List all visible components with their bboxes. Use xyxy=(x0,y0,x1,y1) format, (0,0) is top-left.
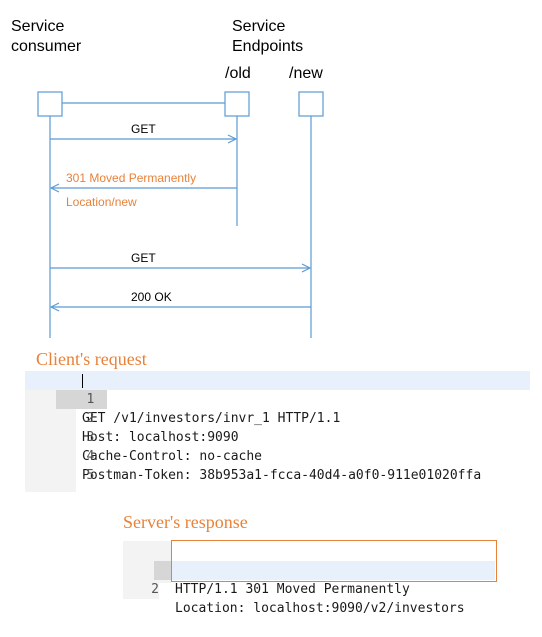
client-request-code: 1 GET /v1/investors/invr_1 HTTP/1.1 2 Ho… xyxy=(25,371,530,492)
consumer-label-line2: consumer xyxy=(11,38,82,55)
server-response-code: 1 HTTP/1.1 301 Moved Permanently 2 Locat… xyxy=(123,541,498,616)
endpoints-label-line2: Endpoints xyxy=(232,38,303,55)
endpoints-label-line1: Service xyxy=(232,18,285,35)
server-response-heading: Server's response xyxy=(123,512,248,532)
new-endpoint-box xyxy=(298,91,324,117)
line-text: HTTP/1.1 301 Moved Permanently xyxy=(175,582,410,597)
response-highlight-frame xyxy=(171,540,497,582)
consumer-label-line1: Service xyxy=(11,18,64,35)
code-line: 4 Postman-Token: 38b953a1-fcca-40d4-a0f0… xyxy=(25,428,481,483)
line-number: 4 xyxy=(86,449,95,464)
line-number: 2 xyxy=(86,411,95,426)
line-number: 5 xyxy=(86,468,95,483)
client-request-heading: Client's request xyxy=(36,349,147,369)
message-2-label-line1: 301 Moved Permanently xyxy=(66,171,196,185)
old-endpoint-box xyxy=(224,91,250,117)
message-1-label: GET xyxy=(131,122,156,136)
message-4-label: 200 OK xyxy=(131,290,172,304)
line-text: Cache-Control: no-cache xyxy=(82,449,263,464)
old-endpoint-label: /old xyxy=(225,65,251,82)
sequence-diagram: Service consumer Service Endpoints /old … xyxy=(11,18,324,338)
line-text: Host: localhost:9090 xyxy=(82,430,239,445)
line-number: 3 xyxy=(86,430,95,445)
message-3-label: GET xyxy=(131,251,156,265)
line-text: Location: localhost:9090/v2/investors xyxy=(175,601,465,616)
message-2-label-line2: Location/new xyxy=(66,195,137,209)
code-line: 2 Host: localhost:9090 xyxy=(25,390,239,445)
line-text: GET /v1/investors/invr_1 HTTP/1.1 xyxy=(82,411,341,426)
new-endpoint-label: /new xyxy=(289,65,323,82)
text-caret xyxy=(82,374,83,388)
code-line: 5 xyxy=(25,447,94,483)
code-line: 2 Location: localhost:9090/v2/investors xyxy=(123,561,495,616)
line-number: 1 xyxy=(56,390,108,409)
line-text: Postman-Token: 38b953a1-fcca-40d4-a0f0-9… xyxy=(82,468,482,483)
code-line: 1 GET /v1/investors/invr_1 HTTP/1.1 xyxy=(25,371,530,426)
code-line: 3 Cache-Control: no-cache xyxy=(25,409,262,464)
consumer-box xyxy=(37,91,63,117)
line-number: 2 xyxy=(123,580,159,599)
